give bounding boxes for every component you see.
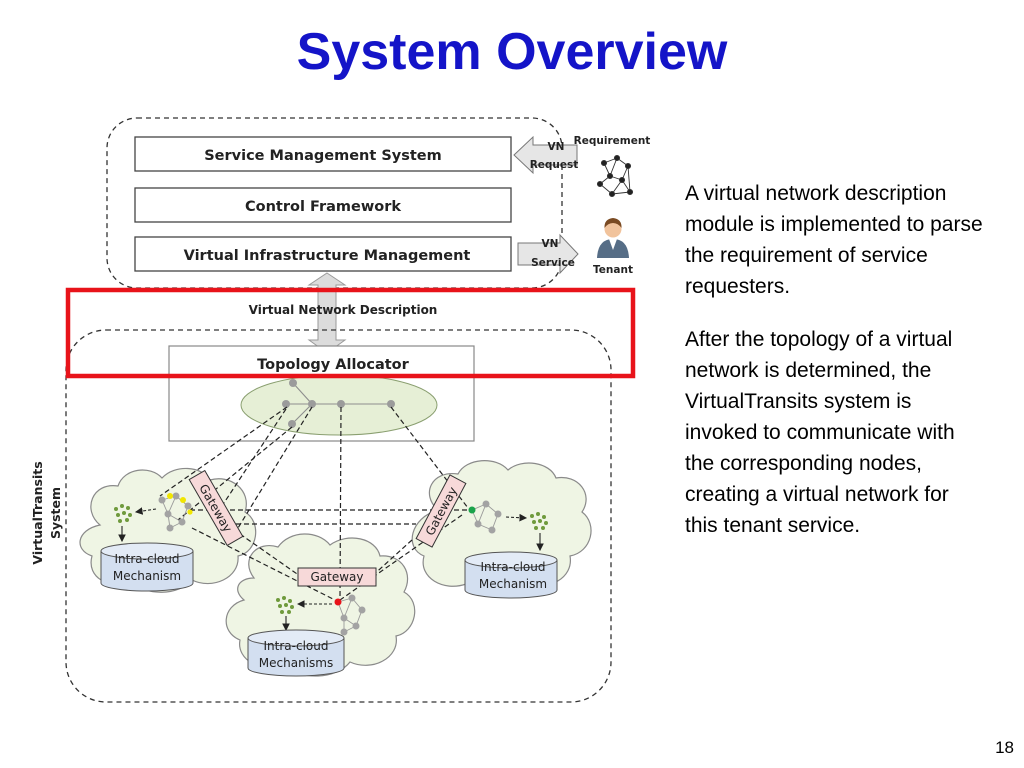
- svg-text:VirtualTransits: VirtualTransits: [30, 461, 45, 564]
- service-management-label: Service Management System: [204, 148, 442, 164]
- database-cylinder-bottom: Intra-cloud Mechanisms: [247, 629, 345, 677]
- page-number: 18: [995, 738, 1014, 757]
- topology-graph: [240, 374, 438, 436]
- svg-text:Intra-cloud: Intra-cloud: [481, 560, 546, 574]
- database-cylinder-right: Intra-cloud Mechanism: [464, 551, 558, 599]
- svg-text:VN: VN: [548, 141, 565, 153]
- tenant-person-icon: [597, 218, 629, 258]
- vnd-label: Virtual Network Description: [249, 303, 438, 317]
- svg-text:Mechanisms: Mechanisms: [259, 656, 333, 670]
- svg-text:VN: VN: [542, 238, 559, 250]
- requirement-graph-icon: [596, 154, 634, 198]
- svg-text:Mechanism: Mechanism: [479, 577, 547, 591]
- vn-request-arrow: VN Request: [513, 135, 579, 175]
- control-framework-label: Control Framework: [245, 199, 401, 215]
- bottom-cloud-network: [276, 594, 366, 636]
- requirement-label: Requirement: [574, 135, 651, 147]
- tenant-label: Tenant: [593, 264, 633, 276]
- virtual-infrastructure-box: Virtual Infrastructure Management: [134, 236, 512, 272]
- svg-text:Intra-cloud: Intra-cloud: [264, 639, 329, 653]
- control-framework-box: Control Framework: [134, 187, 512, 223]
- left-cloud-network: [114, 492, 193, 543]
- paragraph-1: A virtual network description module is …: [685, 182, 983, 298]
- system-diagram: Service Management System Control Framew…: [30, 117, 651, 703]
- description-text: A virtual network description module is …: [685, 178, 985, 563]
- slide-title: System Overview: [296, 23, 728, 81]
- highlight-box: [65, 287, 636, 379]
- database-cylinder-left: Intra-cloud Mechanism: [100, 542, 194, 592]
- virtual-infrastructure-label: Virtual Infrastructure Management: [184, 248, 471, 264]
- service-management-box: Service Management System: [134, 136, 512, 172]
- svg-text:Gateway: Gateway: [310, 570, 363, 584]
- right-cloud-network: [468, 500, 548, 552]
- gateway-bottom: Gateway: [297, 567, 377, 587]
- topology-allocator-label: Topology Allocator: [257, 357, 409, 373]
- svg-text:Request: Request: [530, 159, 579, 171]
- paragraph-2: After the topology of a virtual network …: [685, 328, 955, 537]
- svg-text:Mechanism: Mechanism: [113, 569, 181, 583]
- virtualtransits-system-label: VirtualTransits System: [30, 461, 63, 564]
- vn-service-arrow: VN Service: [517, 233, 579, 275]
- svg-text:Service: Service: [531, 257, 575, 269]
- svg-text:Intra-cloud: Intra-cloud: [115, 552, 180, 566]
- svg-text:System: System: [48, 487, 63, 539]
